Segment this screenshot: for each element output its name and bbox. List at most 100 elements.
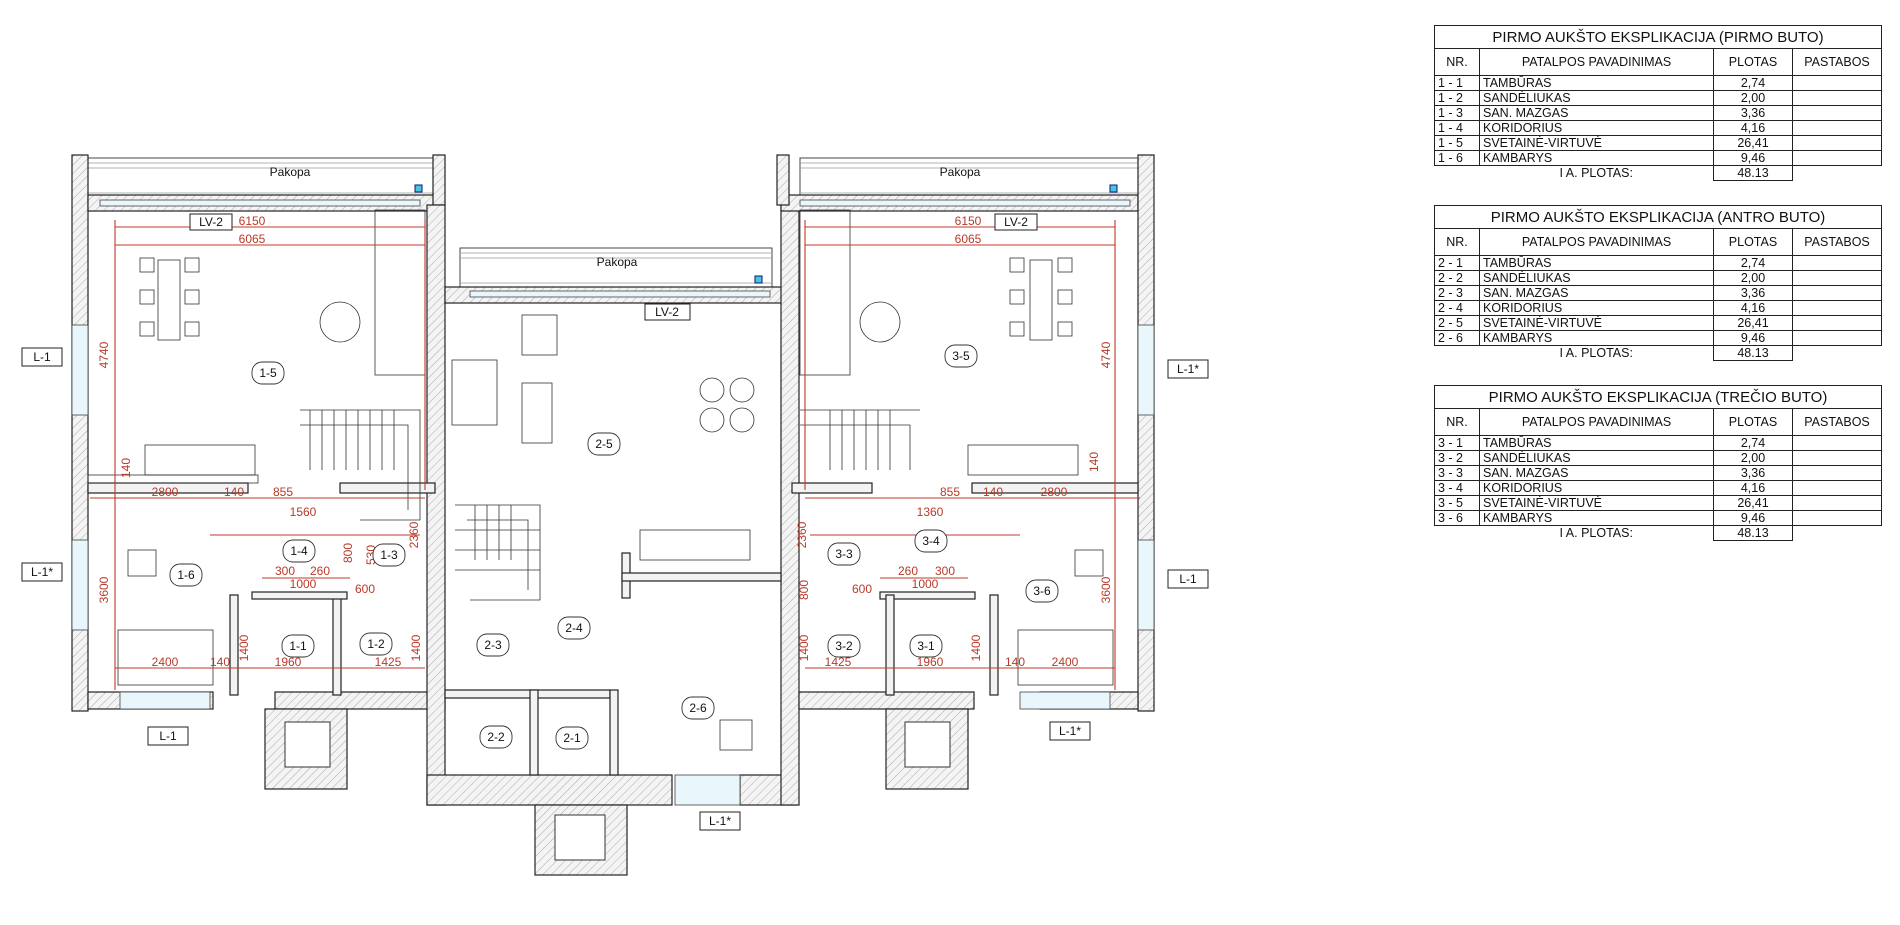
col-header-notes: PASTABOS xyxy=(1792,228,1882,256)
dim-140-left-c: 140 xyxy=(210,655,230,669)
terrace-center: Pakopa xyxy=(459,247,773,289)
stairs xyxy=(300,409,920,601)
table-total-row: I A. PLOTAS: 48.13 xyxy=(1435,165,1882,181)
window-tag-l1: L-1 xyxy=(33,350,51,364)
col-header-area: PLOTAS xyxy=(1713,48,1793,76)
dimension-labels: 6150 6065 4740 140 2800 140 855 1560 800… xyxy=(97,214,1113,669)
room-label-3-1: 3-1 xyxy=(917,639,935,653)
dim-1360-right: 1360 xyxy=(917,505,944,519)
terrace-label: Pakopa xyxy=(270,165,311,179)
dim-2360-left: 2360 xyxy=(407,521,421,548)
col-header-name: PATALPOS PAVADINIMAS xyxy=(1479,48,1714,76)
dim-2400-left: 2400 xyxy=(152,655,179,669)
col-header-nr: NR. xyxy=(1434,228,1480,256)
room-label-2-4: 2-4 xyxy=(565,621,583,635)
windows xyxy=(71,199,1155,806)
dim-6150-left: 6150 xyxy=(239,214,266,228)
dim-2360-right: 2360 xyxy=(795,521,809,548)
room-label-3-4: 3-4 xyxy=(922,534,940,548)
room-label-1-2: 1-2 xyxy=(367,637,385,651)
terrace-left: Pakopa xyxy=(87,157,434,199)
dim-600-right: 600 xyxy=(852,582,872,596)
room-label-1-4: 1-4 xyxy=(290,544,308,558)
dim-300-left: 300 xyxy=(275,564,295,578)
dim-300-right: 300 xyxy=(935,564,955,578)
table-title: PIRMO AUKŠTO EKSPLIKACIJA (TREČIO BUTO) xyxy=(1434,385,1882,408)
room-label-2-3: 2-3 xyxy=(484,638,502,652)
room-label-1-5: 1-5 xyxy=(259,366,277,380)
dim-3600-right: 3600 xyxy=(1099,576,1113,603)
terrace-label: Pakopa xyxy=(597,255,638,269)
col-header-nr: NR. xyxy=(1434,408,1480,436)
dim-140-right: 140 xyxy=(1087,452,1101,472)
dim-3600-left: 3600 xyxy=(97,576,111,603)
window-tag-l1: L-1 xyxy=(159,729,177,743)
room-label-2-1: 2-1 xyxy=(563,731,581,745)
room-label-2-6: 2-6 xyxy=(689,701,707,715)
explication-table-unit-1: PIRMO AUKŠTO EKSPLIKACIJA (PIRMO BUTO) N… xyxy=(1434,25,1882,181)
window-tag-l1: L-1 xyxy=(1179,572,1197,586)
col-header-name: PATALPOS PAVADINIMAS xyxy=(1479,228,1714,256)
dim-260-right: 260 xyxy=(898,564,918,578)
table-title: PIRMO AUKŠTO EKSPLIKACIJA (ANTRO BUTO) xyxy=(1434,205,1882,228)
dim-1425-left: 1425 xyxy=(375,655,402,669)
entrance-steps xyxy=(264,708,969,876)
col-header-nr: NR. xyxy=(1434,48,1480,76)
dim-1400-left-a: 1400 xyxy=(237,634,251,661)
table-total-row: I A. PLOTAS:48.13 xyxy=(1435,345,1882,361)
window-tag-l1star: L-1* xyxy=(1177,362,1199,376)
dim-1960-right: 1960 xyxy=(917,655,944,669)
dim-140-right-b: 140 xyxy=(983,485,1003,499)
explication-table-unit-3: PIRMO AUKŠTO EKSPLIKACIJA (TREČIO BUTO) … xyxy=(1434,385,1882,541)
explication-table-unit-2: PIRMO AUKŠTO EKSPLIKACIJA (ANTRO BUTO) N… xyxy=(1434,205,1882,361)
table-title: PIRMO AUKŠTO EKSPLIKACIJA (PIRMO BUTO) xyxy=(1434,25,1882,48)
total-label: I A. PLOTAS: xyxy=(1559,166,1633,181)
dim-4740-left: 4740 xyxy=(97,341,111,368)
window-tag-l1star: L-1* xyxy=(1059,724,1081,738)
room-labels: 1-5 1-6 1-4 1-3 1-1 1-2 2-5 2-3 2-4 2-2 … xyxy=(169,344,1059,750)
explication-tables: PIRMO AUKŠTO EKSPLIKACIJA (PIRMO BUTO) N… xyxy=(1434,25,1882,565)
dimension-lines xyxy=(90,220,1140,690)
dim-6065-right: 6065 xyxy=(955,232,982,246)
total-label: I A. PLOTAS: xyxy=(1559,346,1633,361)
dim-1400-right-b: 1400 xyxy=(969,634,983,661)
total-label: I A. PLOTAS: xyxy=(1559,526,1633,541)
room-label-3-3: 3-3 xyxy=(835,547,853,561)
terrace-right: Pakopa xyxy=(799,157,1141,199)
terrace-label: Pakopa xyxy=(940,165,981,179)
room-label-2-2: 2-2 xyxy=(487,730,505,744)
table-total-row: I A. PLOTAS:48.13 xyxy=(1435,525,1882,541)
room-label-1-1: 1-1 xyxy=(289,639,307,653)
col-header-area: PLOTAS xyxy=(1713,408,1793,436)
dim-800-left: 800 xyxy=(341,543,355,563)
col-header-notes: PASTABOS xyxy=(1792,408,1882,436)
dim-1000-left: 1000 xyxy=(290,577,317,591)
window-tag-lv2: LV-2 xyxy=(1004,215,1028,229)
total-value: 48.13 xyxy=(1713,165,1793,181)
room-label-2-5: 2-5 xyxy=(595,437,613,451)
dim-800-right: 800 xyxy=(797,580,811,600)
dim-600-left: 600 xyxy=(355,582,375,596)
window-tag-l1star: L-1* xyxy=(709,814,731,828)
dim-6065-left: 6065 xyxy=(239,232,266,246)
window-tags: LV-2 LV-2 LV-2 L-1 L-1* L-1 L-1* L-1 L-1… xyxy=(21,213,1209,831)
dim-140-right-c: 140 xyxy=(1005,655,1025,669)
dim-2800-left: 2800 xyxy=(152,485,179,499)
dim-1425-right: 1425 xyxy=(825,655,852,669)
room-label-3-6: 3-6 xyxy=(1033,584,1051,598)
